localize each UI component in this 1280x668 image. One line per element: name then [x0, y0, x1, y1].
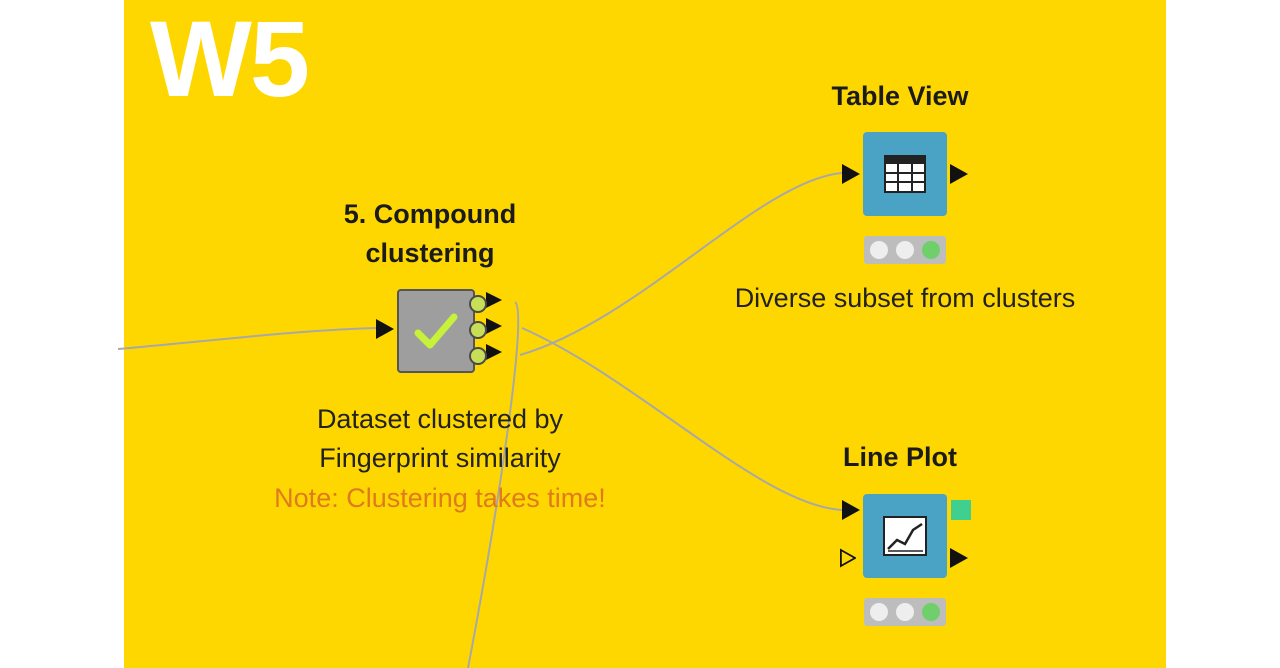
- line-plot-input-port-1[interactable]: [842, 500, 860, 520]
- clustering-desc-line2: Fingerprint similarity: [319, 443, 561, 473]
- status-light-green: [922, 241, 940, 259]
- clustering-output-dot-1[interactable]: [469, 295, 487, 313]
- clustering-output-port-2[interactable]: [486, 318, 502, 334]
- status-light-red: [870, 603, 888, 621]
- clustering-output-dot-3[interactable]: [469, 347, 487, 365]
- clustering-title-line1: 5. Compound: [343, 199, 517, 229]
- line-plot-output-port[interactable]: [950, 548, 968, 568]
- table-view-description[interactable]: Diverse subset from clusters: [734, 283, 1076, 313]
- line-plot-node[interactable]: [863, 494, 947, 578]
- table-view-node[interactable]: [863, 132, 947, 216]
- status-light-red: [870, 241, 888, 259]
- clustering-node[interactable]: [397, 289, 475, 373]
- clustering-title-line2: clustering: [365, 238, 495, 268]
- clustering-desc-line1: Dataset clustered by: [316, 404, 564, 434]
- clustering-input-port[interactable]: [376, 319, 394, 339]
- clustering-output-dot-2[interactable]: [469, 321, 487, 339]
- clustering-output-port-1[interactable]: [486, 292, 502, 308]
- line-plot-input-port-2[interactable]: [840, 548, 856, 568]
- table-view-input-port[interactable]: [842, 164, 860, 184]
- line-chart-icon: [883, 516, 927, 556]
- line-plot-node-title[interactable]: Line Plot: [843, 442, 957, 472]
- table-view-status-light: [864, 236, 946, 264]
- table-grid-icon: [884, 155, 926, 193]
- clustering-note: Note: Clustering takes time!: [274, 483, 606, 513]
- status-light-yellow: [896, 603, 914, 621]
- line-plot-status-light: [864, 598, 946, 626]
- workflow-label: W5: [150, 0, 310, 119]
- clustering-output-port-3[interactable]: [486, 344, 502, 360]
- status-light-yellow: [896, 241, 914, 259]
- table-view-output-port[interactable]: [950, 164, 968, 184]
- clustering-node-title[interactable]: 5. Compound clustering: [300, 195, 560, 273]
- status-light-green: [922, 603, 940, 621]
- checkmark-icon: [414, 313, 458, 349]
- table-view-node-title[interactable]: Table View: [831, 81, 969, 111]
- clustering-description[interactable]: Dataset clustered by Fingerprint similar…: [250, 400, 630, 478]
- line-plot-view-port[interactable]: [951, 500, 971, 520]
